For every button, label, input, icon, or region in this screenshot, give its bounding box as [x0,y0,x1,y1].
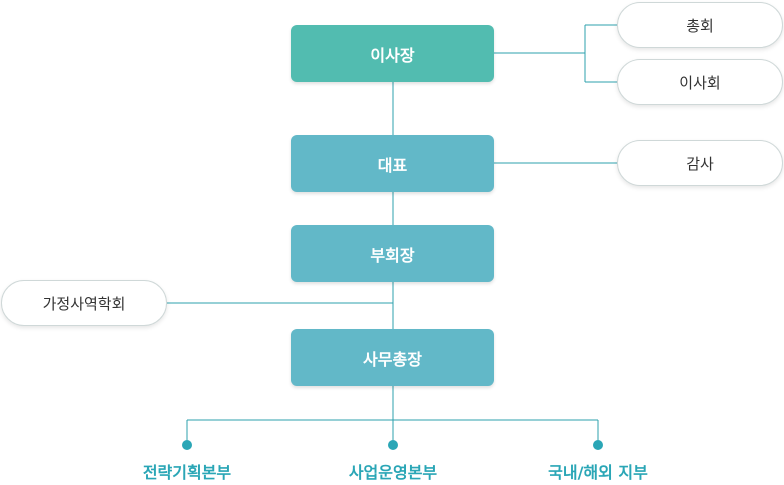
dept-dot-operations [388,440,398,450]
dept-strategy-planning: 전략기획본부 [142,463,232,482]
dept-dot-branches [593,440,603,450]
vice-chair-box: 부회장 [291,225,494,282]
audit-pill: 감사 [617,140,783,186]
board-of-directors-pill: 이사회 [617,59,783,105]
dept-domestic-overseas-branches: 국내/해외 지부 [548,463,648,482]
general-assembly-pill: 총회 [617,2,783,48]
ceo-box: 대표 [291,135,494,192]
secretary-general-box: 사무총장 [291,329,494,386]
dept-dot-strategy [182,440,192,450]
dept-business-operations: 사업운영본부 [348,463,438,482]
chairman-box: 이사장 [291,25,494,82]
society-pill: 가정사역학회 [1,280,167,326]
